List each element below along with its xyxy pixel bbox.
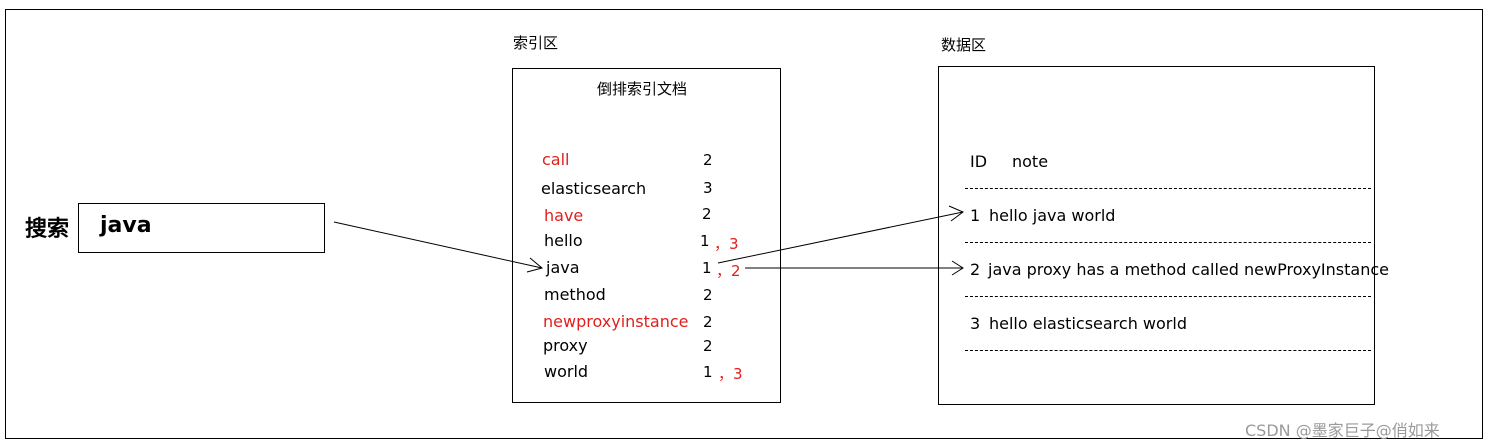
index-term: call (542, 150, 570, 169)
index-term: have (544, 206, 584, 225)
row-divider (965, 296, 1371, 297)
data-row-note: hello java world (989, 206, 1116, 225)
index-doc-ids: 2 (703, 286, 713, 304)
index-doc-ids-extra: ，3 (714, 235, 739, 253)
diagram-frame (5, 9, 1483, 439)
data-row-id: 2 (970, 260, 981, 279)
arrow-java-to-doc1 (717, 205, 964, 264)
index-term: method (544, 285, 606, 304)
data-row-id: 3 (970, 314, 981, 333)
index-term: proxy (543, 336, 588, 355)
index-term: hello (544, 231, 583, 250)
index-doc-ids: 2 (703, 337, 713, 355)
index-doc-ids-extra: ，2 (716, 262, 741, 280)
watermark: CSDN @墨家巨子@俏如来 (1245, 421, 1440, 440)
data-row-id: 1 (970, 206, 981, 225)
data-row-note: hello elasticsearch world (989, 314, 1187, 333)
index-doc-ids: 2 (703, 151, 713, 169)
index-term: newproxyinstance (543, 312, 689, 331)
search-label: 搜索 (25, 217, 70, 242)
data-area-label: 数据区 (941, 36, 987, 54)
index-doc-ids: 1 (700, 232, 710, 250)
index-doc-ids: 2 (702, 205, 712, 223)
index-doc-ids-extra: ，3 (718, 365, 743, 383)
index-doc-ids: 1 (702, 259, 712, 277)
index-doc-ids: 3 (703, 179, 713, 197)
data-header-note: note (1012, 152, 1049, 171)
search-box[interactable]: java (78, 203, 325, 253)
data-table-box (938, 66, 1375, 405)
inverted-index-title: 倒排索引文档 (597, 80, 688, 98)
arrow-java-to-doc2 (745, 260, 964, 276)
index-term: java (546, 258, 580, 277)
data-header-id: ID (970, 152, 988, 171)
row-divider (965, 350, 1371, 351)
index-term: world (544, 362, 589, 381)
arrow-search-to-java (333, 221, 544, 273)
index-doc-ids: 2 (703, 313, 713, 331)
index-term: elasticsearch (541, 179, 647, 198)
row-divider (965, 188, 1371, 189)
index-doc-ids: 1 (703, 363, 713, 381)
index-area-label: 索引区 (513, 34, 559, 52)
search-value: java (100, 213, 152, 238)
inverted-index-box: 倒排索引文档 (512, 68, 781, 403)
data-row-note: java proxy has a method called newProxyI… (988, 260, 1389, 279)
row-divider (965, 242, 1371, 243)
